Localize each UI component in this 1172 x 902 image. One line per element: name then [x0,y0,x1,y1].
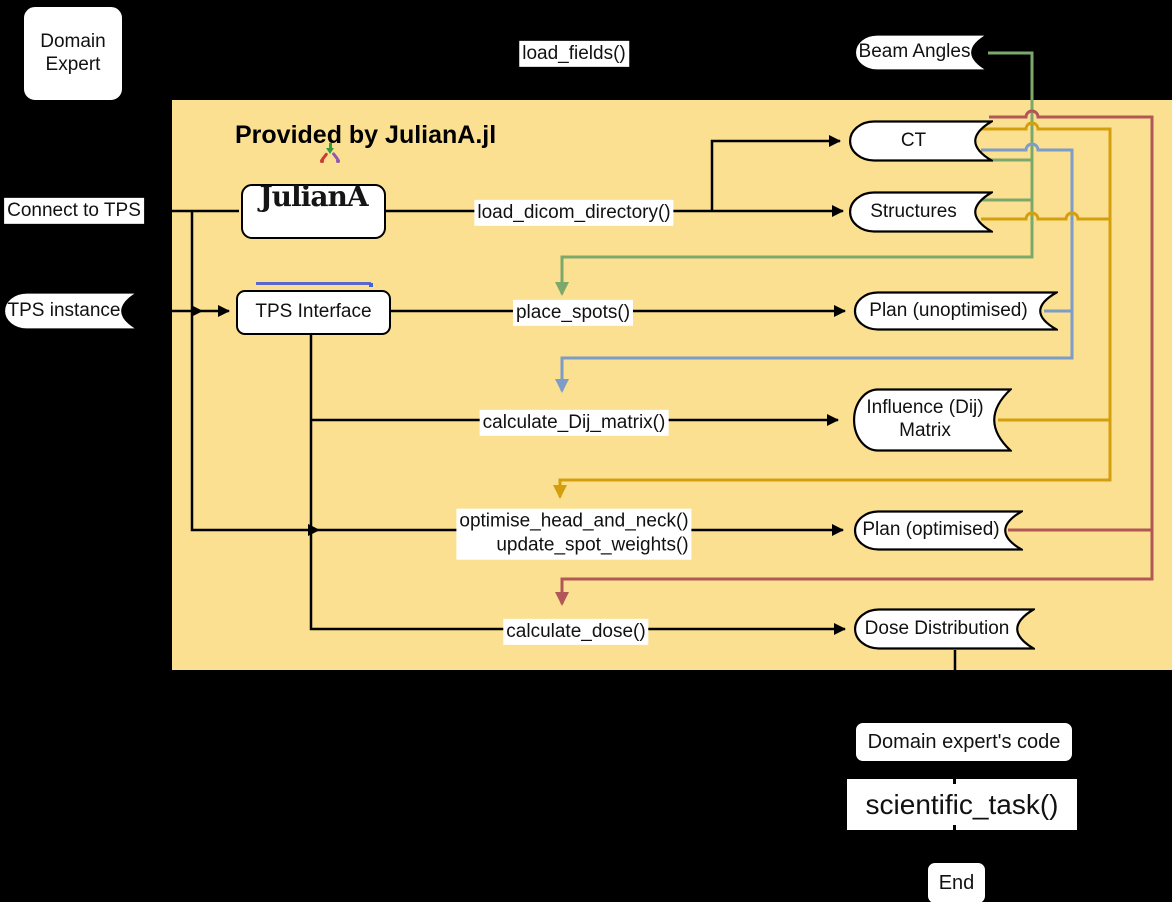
junction-arrow-tps [191,305,203,317]
edge-structures-gold-stub [981,211,1110,221]
node-domain-expert: Domain Expert [22,5,124,102]
edge-label-place-spots: place_spots() [512,299,634,327]
node-beam-angles: Beam Angles [853,33,990,72]
edge-label-load-fields: load_fields() [519,40,629,68]
edge-label-calculate-dij-matrix: calculate_Dij_matrix() [479,409,669,437]
node-influence-matrix: Influence (Dij) Matrix [852,388,1012,452]
edge-label-calculate-dose: calculate_dose() [503,618,649,646]
node-tps-instance: TPS instance [2,291,140,331]
edge-ct-to-calculate-dose [555,109,1154,606]
arrow-notch-top [953,779,956,784]
edge-calculate-dose [309,331,846,635]
node-ct: CT [848,120,993,162]
node-end: End [926,861,987,902]
node-domain-experts-code: Domain expert's code [854,721,1074,763]
node-plan-optimised: Plan (optimised) [853,510,1023,551]
juliana-logo-text: JulianA [259,179,368,213]
node-beam-angles-label: Beam Angles [858,41,971,63]
edge-label-connect-to-tps: Connect to TPS [4,197,144,225]
figure-red-dot [320,159,324,163]
figure-green-arrow-icon [326,148,335,155]
edge-ct-to-calculate-dij [555,142,1074,393]
node-plan-unoptimised: Plan (unoptimised) [853,291,1058,331]
node-tps-interface: TPS Interface [236,290,391,335]
node-juliana-logo: JulianA [241,143,386,287]
node-influence-matrix-label: Influence (Dij) Matrix [866,397,984,441]
juliana-logo: JulianA [256,143,373,287]
figure-green-stem [329,143,332,150]
edge-juliana-to-ct [710,135,841,211]
region-title: Provided by JulianA.jl [235,121,497,149]
node-domain-experts-code-label: Domain expert's code [867,731,1061,753]
edge-beam-angles-to-place-spots [555,51,1034,296]
node-tps-interface-label: TPS Interface [255,301,372,323]
node-tps-instance-label: TPS instance [7,299,121,321]
node-domain-expert-label: Domain Expert [40,30,106,75]
edge-ct-to-optimise [553,121,1112,499]
figure-purple-dot [336,159,340,163]
node-end-label: End [938,872,975,894]
node-dose-distribution-label: Dose Distribution [864,617,1010,639]
underline-dot [368,282,373,287]
edge-label-load-dicom-directory: load_dicom_directory() [474,199,674,227]
node-structures-label: Structures [870,200,957,222]
node-structures: Structures [848,191,993,233]
node-scientific-task: scientific_task() [847,779,1077,830]
node-ct-label: CT [900,129,927,151]
node-scientific-task-label: scientific_task() [865,788,1059,820]
julia-figure-icon [319,143,341,163]
node-dose-distribution: Dose Distribution [853,608,1035,650]
junction-arrow-optimise [308,524,320,536]
node-plan-optimised-label: Plan (optimised) [862,519,1000,541]
node-plan-unoptimised-label: Plan (unoptimised) [869,299,1028,321]
arrow-notch-bottom [953,825,956,830]
edge-label-optimise: optimise_head_and_neck() update_spot_wei… [456,508,692,560]
